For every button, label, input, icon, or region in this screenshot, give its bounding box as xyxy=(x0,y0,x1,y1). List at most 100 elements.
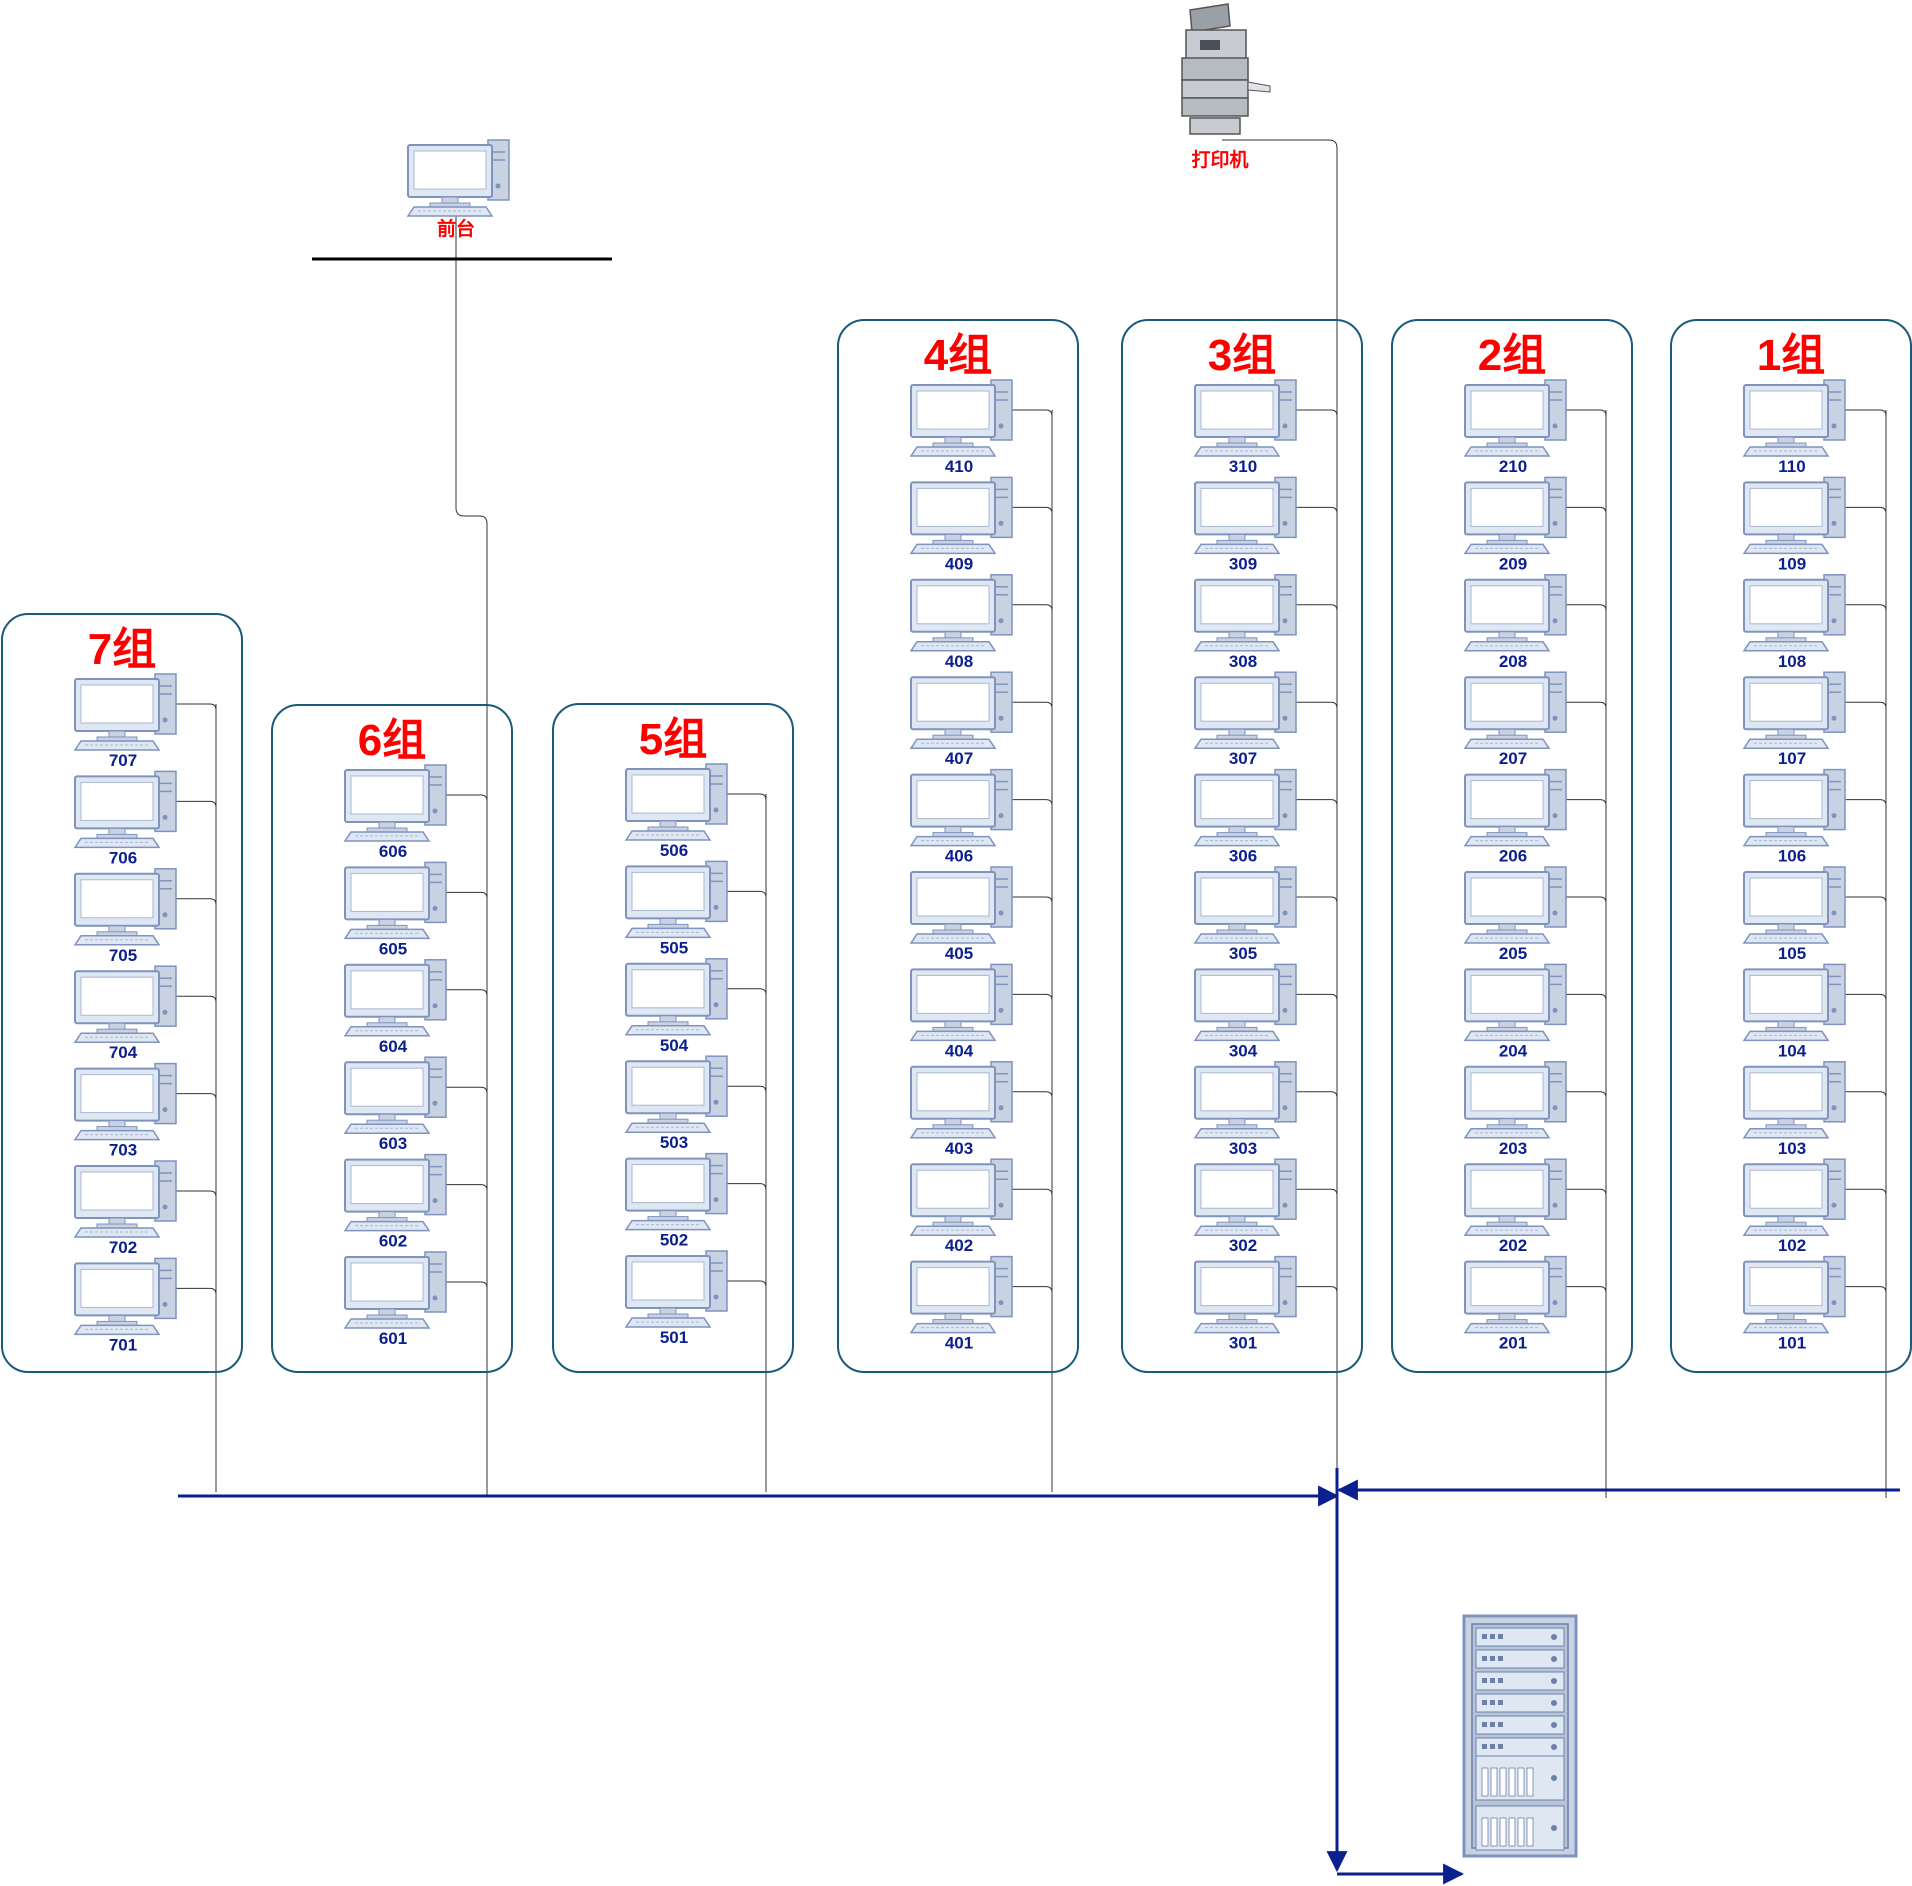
computer-node[interactable]: 707 xyxy=(74,673,177,770)
group-frame xyxy=(837,319,1079,1373)
computer-label: 702 xyxy=(109,1238,137,1257)
computer-node[interactable]: 109 xyxy=(1743,476,1846,573)
computer-node[interactable]: 209 xyxy=(1464,476,1567,573)
computer-node[interactable]: 706 xyxy=(74,770,177,867)
computer-label: 707 xyxy=(109,751,137,770)
computer-node[interactable]: 204 xyxy=(1464,963,1567,1060)
computer-node[interactable]: 702 xyxy=(74,1160,177,1257)
computer-wire xyxy=(1845,993,1887,1001)
computer-node[interactable]: 310 xyxy=(1194,379,1297,476)
computer-wire xyxy=(1845,1091,1887,1098)
computer-label: 603 xyxy=(379,1134,407,1153)
computer-label: 606 xyxy=(379,842,407,861)
desktop-computer-icon xyxy=(1743,379,1846,457)
computer-node[interactable]: 602 xyxy=(344,1153,447,1251)
printer-node[interactable]: 打印机 xyxy=(1181,3,1271,171)
desktop-computer-icon xyxy=(1194,768,1297,847)
computer-node[interactable]: 502 xyxy=(625,1152,728,1250)
computer-node[interactable]: 301 xyxy=(1194,1255,1297,1353)
computer-node[interactable]: 105 xyxy=(1743,866,1846,963)
computer-node[interactable]: 504 xyxy=(625,957,728,1055)
computer-node[interactable]: 501 xyxy=(625,1250,728,1347)
computer-node[interactable]: 303 xyxy=(1194,1060,1297,1158)
desktop-computer-icon xyxy=(1464,1158,1567,1237)
desktop-computer-icon xyxy=(625,1250,728,1328)
computer-wire xyxy=(1845,1188,1887,1196)
computer-node[interactable]: 409 xyxy=(910,476,1013,573)
desktop-computer-icon xyxy=(1743,671,1846,750)
computer-node[interactable]: 603 xyxy=(344,1056,447,1153)
computer-node[interactable]: 406 xyxy=(910,768,1013,866)
computer-node[interactable]: 106 xyxy=(1743,768,1846,866)
computer-label: 109 xyxy=(1778,554,1806,573)
computer-label: 204 xyxy=(1499,1041,1528,1060)
computer-node[interactable]: 208 xyxy=(1464,573,1567,671)
computer-node[interactable]: 304 xyxy=(1194,963,1297,1060)
computer-node[interactable]: 404 xyxy=(910,963,1013,1060)
computer-wire xyxy=(1566,506,1607,514)
computer-node[interactable]: 405 xyxy=(910,866,1013,963)
computer-wire xyxy=(1845,409,1887,417)
computer-node[interactable]: 103 xyxy=(1743,1060,1846,1158)
computer-node[interactable]: 108 xyxy=(1743,573,1846,671)
computer-node[interactable]: 210 xyxy=(1464,379,1567,476)
desktop-computer-icon xyxy=(344,1056,447,1135)
group-frame xyxy=(1,613,243,1373)
computer-node[interactable]: 203 xyxy=(1464,1060,1567,1158)
computer-node[interactable]: 403 xyxy=(910,1060,1013,1158)
computer-node[interactable]: 110 xyxy=(1743,379,1846,476)
front-desk-node[interactable]: 前台 xyxy=(407,139,510,240)
computer-node[interactable]: 107 xyxy=(1743,671,1846,768)
computer-node[interactable]: 402 xyxy=(910,1158,1013,1255)
computer-wire xyxy=(446,891,488,899)
computer-node[interactable]: 503 xyxy=(625,1055,728,1152)
computer-node[interactable]: 604 xyxy=(344,958,447,1056)
computer-node[interactable]: 601 xyxy=(344,1251,447,1348)
computer-node[interactable]: 309 xyxy=(1194,476,1297,573)
computer-node[interactable]: 703 xyxy=(74,1062,177,1160)
computer-node[interactable]: 704 xyxy=(74,965,177,1062)
computer-label: 704 xyxy=(109,1043,138,1062)
computer-node[interactable]: 506 xyxy=(625,763,728,860)
computer-node[interactable]: 605 xyxy=(344,861,447,958)
desktop-computer-icon xyxy=(1743,768,1846,847)
server-node[interactable] xyxy=(1462,1614,1578,1858)
computer-node[interactable]: 410 xyxy=(910,379,1013,476)
computer-wire xyxy=(446,794,488,802)
computer-node[interactable]: 207 xyxy=(1464,671,1567,768)
computer-node[interactable]: 307 xyxy=(1194,671,1297,768)
server-unit xyxy=(1475,1693,1565,1713)
computer-node[interactable]: 407 xyxy=(910,671,1013,768)
computer-node[interactable]: 102 xyxy=(1743,1158,1846,1255)
computer-node[interactable]: 308 xyxy=(1194,573,1297,671)
computer-node[interactable]: 205 xyxy=(1464,866,1567,963)
computer-node[interactable]: 305 xyxy=(1194,866,1297,963)
computer-node[interactable]: 701 xyxy=(74,1257,177,1354)
computer-node[interactable]: 206 xyxy=(1464,768,1567,866)
computer-label: 402 xyxy=(945,1236,973,1255)
computer-wire xyxy=(1012,799,1053,806)
computer-node[interactable]: 606 xyxy=(344,764,447,861)
computer-node[interactable]: 505 xyxy=(625,860,728,957)
desktop-computer-icon xyxy=(910,768,1013,847)
computer-node[interactable]: 101 xyxy=(1743,1255,1846,1353)
computer-label: 503 xyxy=(660,1133,688,1152)
computer-wire xyxy=(1012,896,1053,904)
desktop-computer-icon xyxy=(74,673,177,751)
computer-node[interactable]: 201 xyxy=(1464,1255,1567,1353)
computer-label: 401 xyxy=(945,1334,973,1353)
computer-node[interactable]: 705 xyxy=(74,867,177,965)
computer-node[interactable]: 202 xyxy=(1464,1158,1567,1255)
computer-node[interactable]: 306 xyxy=(1194,768,1297,866)
computer-node[interactable]: 401 xyxy=(910,1255,1013,1353)
computer-wire xyxy=(176,1190,217,1198)
desktop-computer-icon xyxy=(1464,963,1567,1042)
desktop-computer-icon xyxy=(1743,1060,1846,1139)
computer-wire xyxy=(1012,1286,1053,1293)
desktop-computer-icon xyxy=(1743,1158,1846,1237)
computer-node[interactable]: 104 xyxy=(1743,963,1846,1060)
computer-label: 102 xyxy=(1778,1236,1806,1255)
computer-node[interactable]: 302 xyxy=(1194,1158,1297,1255)
computer-node[interactable]: 408 xyxy=(910,573,1013,671)
